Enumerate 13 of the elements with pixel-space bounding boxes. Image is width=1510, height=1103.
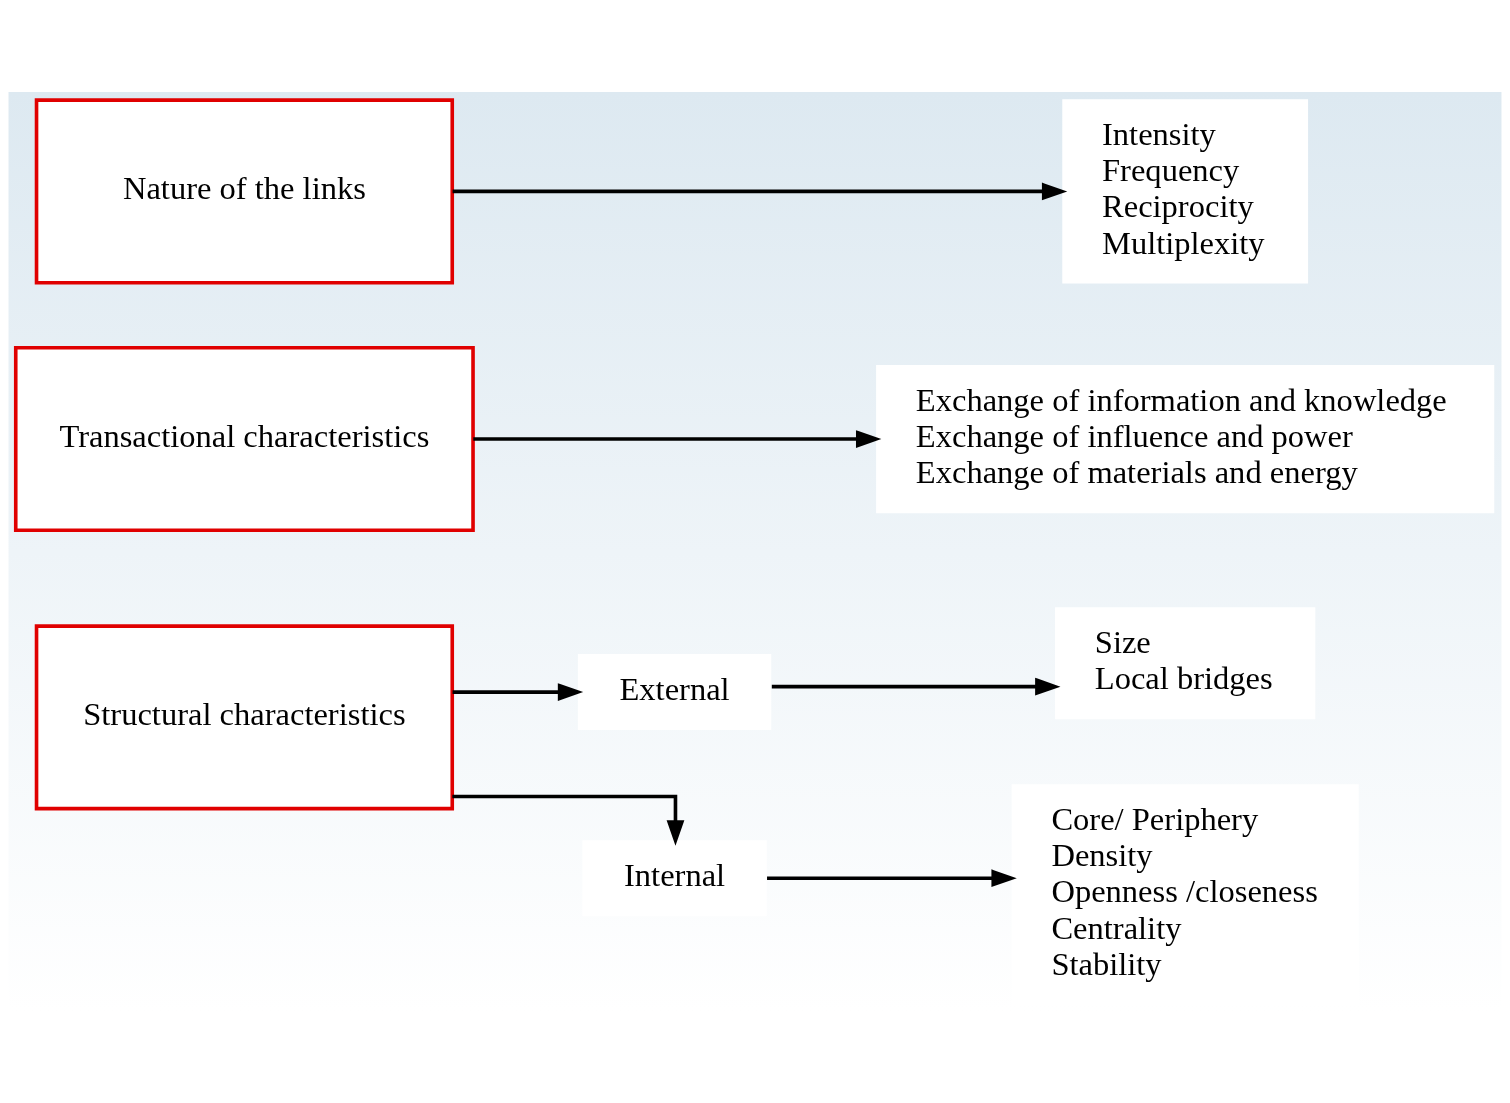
arrow xyxy=(771,677,1061,696)
arrow xyxy=(767,868,1017,887)
arrow xyxy=(452,794,685,846)
arrow xyxy=(452,182,1068,200)
node-box: Exchange of information and knowledge Exchange of influence and power Exchange of materials and energy xyxy=(876,364,1495,513)
node-box: Size Local bridges xyxy=(1055,606,1316,719)
arrow xyxy=(452,682,584,701)
node-box: Transactional characteristics xyxy=(13,345,475,532)
node-box: External xyxy=(577,653,772,730)
arrow xyxy=(473,429,882,448)
node-box: Structural characteristics xyxy=(34,623,455,810)
node-box: Nature of the links xyxy=(34,97,455,284)
node-box: Intensity Frequency Reciprocity Multiplexity xyxy=(1062,98,1309,284)
